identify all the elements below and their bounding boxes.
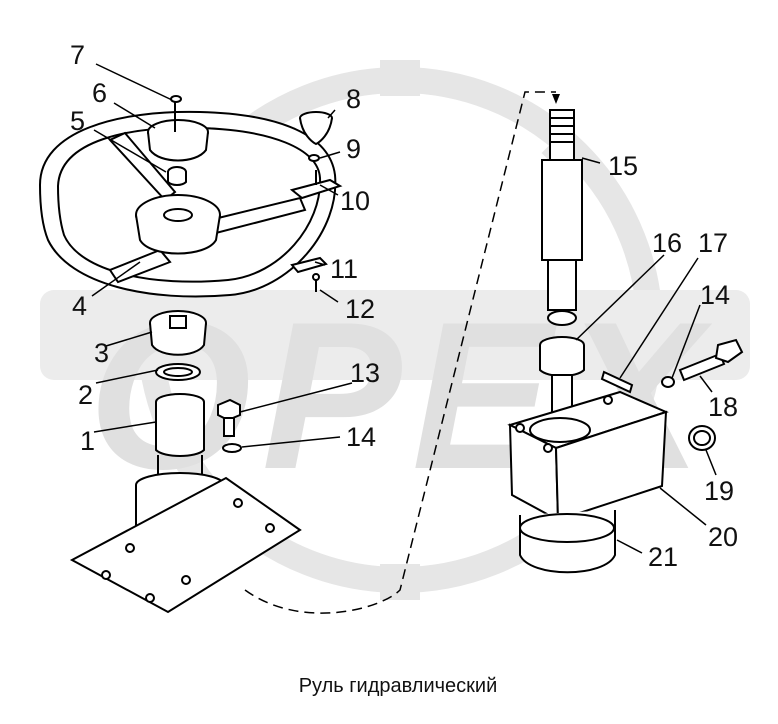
- bolt-13: [217, 398, 242, 453]
- hub-nut: [167, 166, 187, 186]
- callout-19: 19: [704, 476, 734, 506]
- callout-4: 4: [72, 291, 87, 321]
- callout-15: 15: [608, 151, 638, 181]
- callout-1: 1: [80, 426, 95, 456]
- clamp-10: [289, 170, 343, 200]
- callout-12: 12: [345, 294, 375, 324]
- callout-14-left: 14: [346, 422, 376, 452]
- callout-9: 9: [346, 134, 361, 164]
- callout-21: 21: [648, 542, 678, 572]
- callout-labels: 7 6 5 4 3 2 1 8 9 10 11 12 13 14 15 16 1…: [70, 40, 738, 572]
- spinner-knob: [299, 111, 333, 146]
- callout-6: 6: [92, 78, 107, 108]
- pin-17: [600, 370, 634, 394]
- callout-16: 16: [652, 228, 682, 258]
- bolt-18: [661, 338, 744, 388]
- leader-lines: [91, 63, 717, 554]
- callout-14-right: 14: [700, 280, 730, 310]
- motor-21: [519, 510, 616, 574]
- callout-7: 7: [70, 40, 85, 70]
- callout-20: 20: [708, 522, 738, 552]
- coupling-16: [539, 336, 585, 416]
- callout-11: 11: [330, 254, 358, 284]
- clamp-block-11: [290, 256, 328, 292]
- callout-5: 5: [70, 106, 85, 136]
- column-assembly: [69, 310, 302, 614]
- steering-pump-20: [507, 390, 669, 522]
- callout-10: 10: [340, 186, 370, 216]
- washer-9: [308, 154, 320, 162]
- callout-3: 3: [94, 338, 109, 368]
- callout-8: 8: [346, 84, 361, 114]
- callout-13: 13: [350, 358, 380, 388]
- assembly-connection-line: [244, 91, 556, 614]
- callout-2: 2: [78, 380, 93, 410]
- callout-18: 18: [708, 392, 738, 422]
- steering-wheel: [38, 110, 337, 298]
- diagram-caption: Руль гидравлический: [299, 675, 498, 697]
- callout-17: 17: [698, 228, 728, 258]
- connection-arrow: [552, 94, 560, 104]
- horn-cap: [147, 95, 209, 162]
- steering-shaft-15: [541, 109, 583, 326]
- seal-ring-19: [688, 425, 716, 451]
